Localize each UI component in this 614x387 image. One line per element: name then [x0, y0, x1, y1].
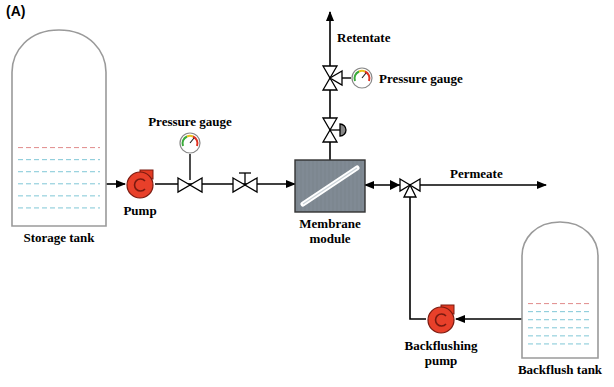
node-label: Pressure gauge	[379, 71, 463, 86]
flow-connector	[106, 183, 125, 185]
membrane-module: Membrane module	[295, 160, 365, 212]
three-way-valve	[400, 179, 420, 197]
pump-symbol: Pump	[125, 169, 155, 199]
pump-symbol	[125, 169, 155, 199]
storage-tank: Storage tank	[12, 30, 106, 226]
tank-body	[12, 30, 106, 226]
flow-connector	[365, 185, 426, 319]
node-label: Membrane module	[287, 216, 373, 246]
arrow-head	[390, 180, 400, 190]
stream-label: Retentate	[337, 30, 390, 45]
permeate-line	[420, 184, 546, 186]
stream-label: Permeate	[450, 166, 503, 181]
pump-symbol	[426, 304, 456, 334]
panel-letter: (A)	[6, 4, 25, 19]
membrane-tube	[303, 168, 357, 204]
liquid-level	[528, 303, 592, 304]
pressure-gauge: Pressure gauge	[179, 132, 201, 154]
gauge-dial	[179, 132, 201, 154]
liquid-level	[18, 171, 100, 172]
liquid-level	[18, 207, 100, 208]
retentate-valve	[323, 118, 346, 142]
liquid-level	[528, 335, 592, 336]
globe-valve	[178, 178, 202, 192]
three-way-valve	[323, 66, 342, 90]
tank-outline	[522, 222, 598, 358]
flow-connector	[456, 318, 522, 320]
flow-connector	[155, 183, 295, 185]
backflushing-pump: Backflushing pump	[426, 304, 456, 334]
liquid-level	[528, 343, 592, 344]
node-label: Storage tank	[23, 230, 94, 245]
liquid-level	[528, 319, 592, 320]
backflush-tank: Backflush tank	[522, 222, 598, 358]
liquid-level	[18, 147, 100, 148]
gauge-dial	[351, 67, 373, 89]
liquid-level	[18, 159, 100, 160]
membrane-housing	[295, 160, 365, 212]
liquid-level	[528, 327, 592, 328]
liquid-level	[18, 183, 100, 184]
pressure-gauge: Pressure gauge	[351, 67, 373, 89]
node-label: Pressure gauge	[148, 114, 232, 129]
node-label: Backflushing pump	[393, 338, 489, 368]
hand-valve	[233, 173, 257, 192]
node-label: Pump	[123, 203, 156, 218]
tank-outline	[12, 30, 106, 226]
gauge-stem	[189, 154, 190, 180]
tank-body	[522, 222, 598, 358]
node-label: Backflush tank	[518, 362, 602, 377]
liquid-level	[528, 311, 592, 312]
liquid-level	[18, 195, 100, 196]
